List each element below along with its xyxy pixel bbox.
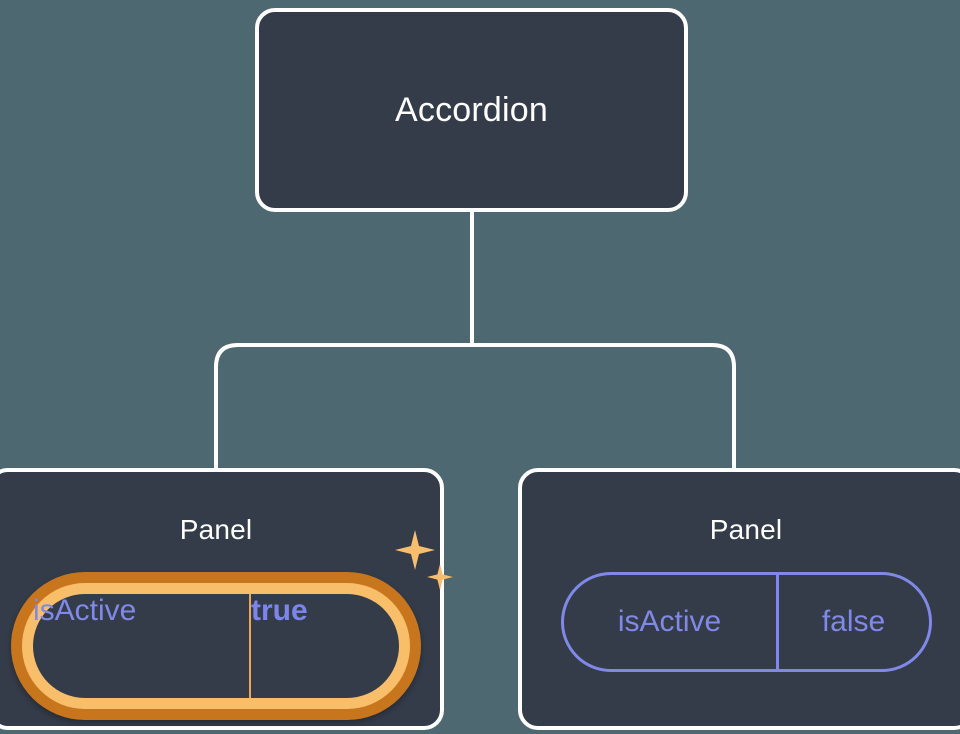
- node-panel-inactive[interactable]: Panel isActive false: [518, 468, 960, 730]
- prop-key-isactive-active: isActive: [33, 594, 251, 698]
- edge-branch-bar: [214, 343, 736, 470]
- node-panel-active-title: Panel: [179, 514, 253, 545]
- prop-pill-inactive-wrapper: isActive false: [560, 572, 932, 672]
- node-panel-inactive-title: Panel: [709, 514, 783, 545]
- sparkle-large-icon: [395, 530, 435, 570]
- prop-value-active: true: [251, 594, 308, 627]
- sparkle-group: [393, 530, 463, 600]
- prop-pill-active-wrapper: isActive true: [11, 530, 453, 720]
- prop-value-inactive: false: [821, 605, 886, 638]
- node-accordion-title: Accordion: [395, 90, 548, 129]
- sparkle-small-icon: [427, 564, 453, 590]
- node-accordion[interactable]: Accordion: [255, 8, 688, 212]
- prop-pill-highlight-ring-inner: isActive true: [22, 583, 410, 709]
- prop-key-isactive-inactive: isActive: [564, 575, 779, 669]
- prop-pill-inactive[interactable]: isActive false: [560, 572, 932, 672]
- node-panel-active[interactable]: Panel isActive true: [0, 468, 453, 730]
- prop-pill-active[interactable]: isActive true: [33, 594, 399, 698]
- prop-pill-highlight-ring-outer: isActive true: [11, 572, 421, 720]
